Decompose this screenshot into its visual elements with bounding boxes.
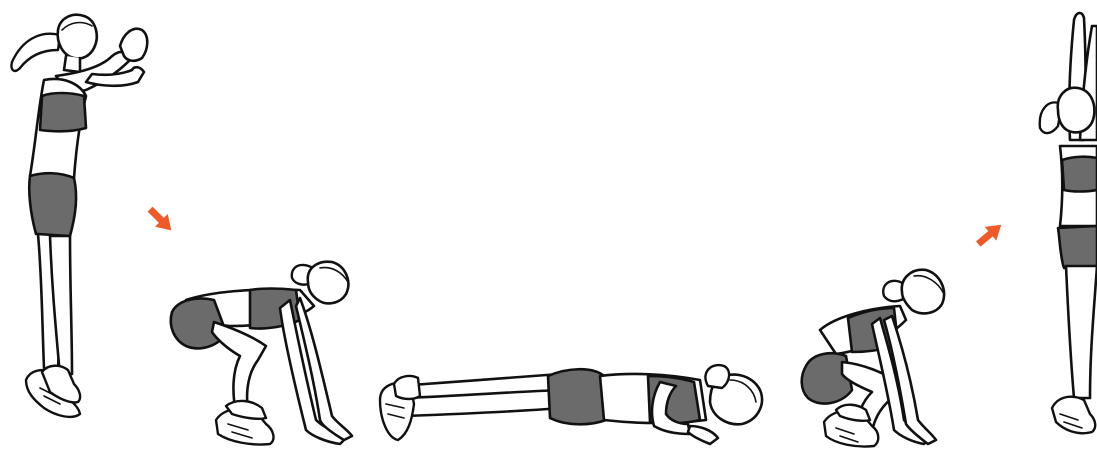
figure-standing: [11, 15, 147, 417]
figure-squat-return: [802, 270, 944, 447]
arrow-icon: [972, 218, 1007, 251]
figure-plank: [380, 365, 762, 444]
ponytail: [11, 34, 60, 71]
figure-squat: [171, 262, 352, 445]
arrow-icon: [144, 203, 178, 237]
figure-jump: [1040, 13, 1097, 433]
